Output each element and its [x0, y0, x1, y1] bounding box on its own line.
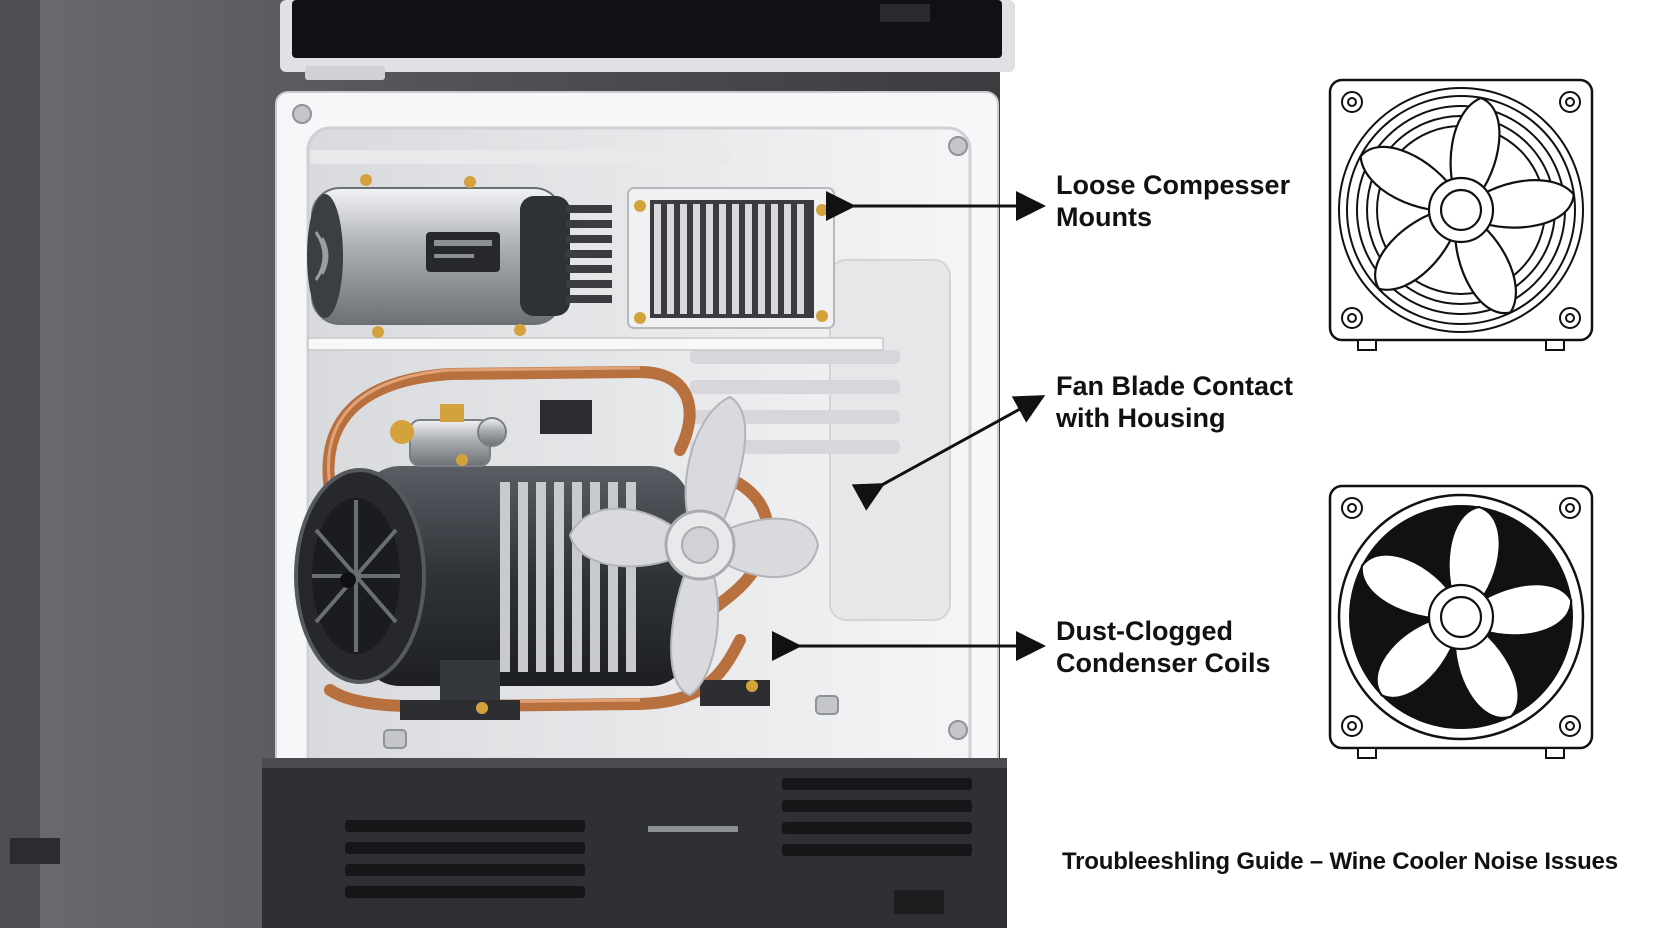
upper-compressor — [307, 174, 612, 338]
callout-line: Condenser Coils — [1056, 648, 1271, 678]
callout-fan-blade-contact: Fan Blade Contact with Housing — [1056, 370, 1293, 434]
upper-vent-grille — [627, 187, 835, 329]
callout-line: Dust-Clogged — [1056, 616, 1233, 646]
fan-icon — [1328, 484, 1594, 759]
arrow-icon — [772, 191, 1046, 661]
arrow-fan-blade-contact — [851, 395, 1046, 511]
callout-line: Fan Blade Contact — [1056, 371, 1294, 401]
bottom-vent-panel — [10, 758, 1007, 928]
callout-dust-clogged-coils: Dust-Clogged Condenser Coils — [1056, 615, 1271, 679]
callout-line: Loose Compesser — [1056, 170, 1291, 200]
footer-caption: Troubleeshling Guide – Wine Cooler Noise… — [1062, 848, 1618, 875]
fan-icon — [1328, 78, 1594, 351]
callout-line: with Housing — [1056, 403, 1226, 433]
condenser-fan — [568, 395, 820, 697]
callout-loose-compressor-mounts: Loose Compesser Mounts — [1056, 169, 1290, 233]
callout-line: Mounts — [1056, 202, 1152, 232]
